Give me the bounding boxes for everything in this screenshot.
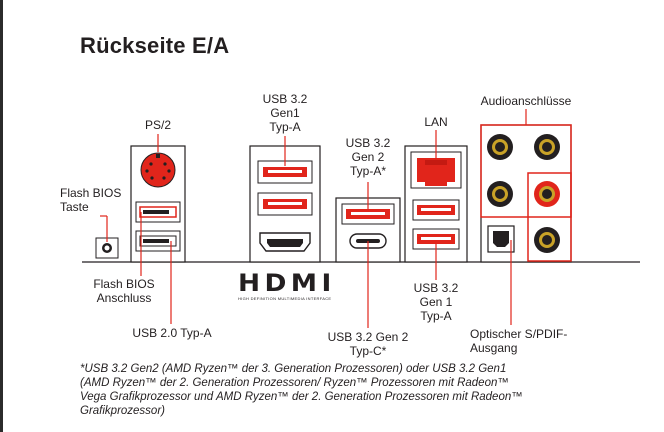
label-ps2: PS/2: [144, 118, 171, 132]
label-usb32-gen2-typec: USB 3.2 Gen 2 Typ-C*: [327, 330, 409, 358]
spdif-port: [487, 225, 515, 253]
ps2-usb20-block: [130, 145, 186, 263]
hdmi-logo: HDMI HIGH DEFINITION MULTIMEDIA INTERFAC…: [238, 271, 338, 301]
audio-jack: [534, 134, 560, 160]
hdmi-logo-tagline: HIGH DEFINITION MULTIMEDIA INTERFACE: [238, 296, 332, 301]
audio-jack: [487, 181, 513, 207]
label-spdif: Optischer S/PDIF- Ausgang: [470, 327, 568, 355]
label-usb32-gen1-top: USB 3.2 Gen1 Typ-A: [262, 92, 308, 134]
page-edge-rule: [0, 0, 3, 432]
callout-lines: [100, 109, 527, 328]
label-flash-bios-button: Flash BIOS Taste: [60, 186, 122, 214]
audio-jack: [487, 134, 513, 160]
label-audio: Audioanschlüsse: [480, 94, 572, 108]
flash-bios-button: [95, 237, 119, 259]
label-lan: LAN: [424, 115, 448, 129]
label-usb32-gen1-bottom: USB 3.2 Gen 1 Typ-A: [413, 281, 459, 323]
ps2-port: [140, 152, 176, 188]
audio-jack: [534, 227, 560, 253]
audio-block: [480, 124, 572, 263]
page-title: Rückseite E/A: [80, 33, 230, 58]
label-usb32-gen2-typea: USB 3.2 Gen 2 Typ-A*: [345, 136, 391, 178]
label-flash-bios-port: Flash BIOS Anschluss: [93, 277, 155, 305]
audio-jack: [534, 181, 560, 207]
hdmi-logo-text: HDMI: [238, 269, 336, 297]
footnote: *USB 3.2 Gen2 (AMD Ryzen™ der 3. Generat…: [80, 363, 523, 417]
label-usb20: USB 2.0 Typ-A: [132, 326, 212, 340]
